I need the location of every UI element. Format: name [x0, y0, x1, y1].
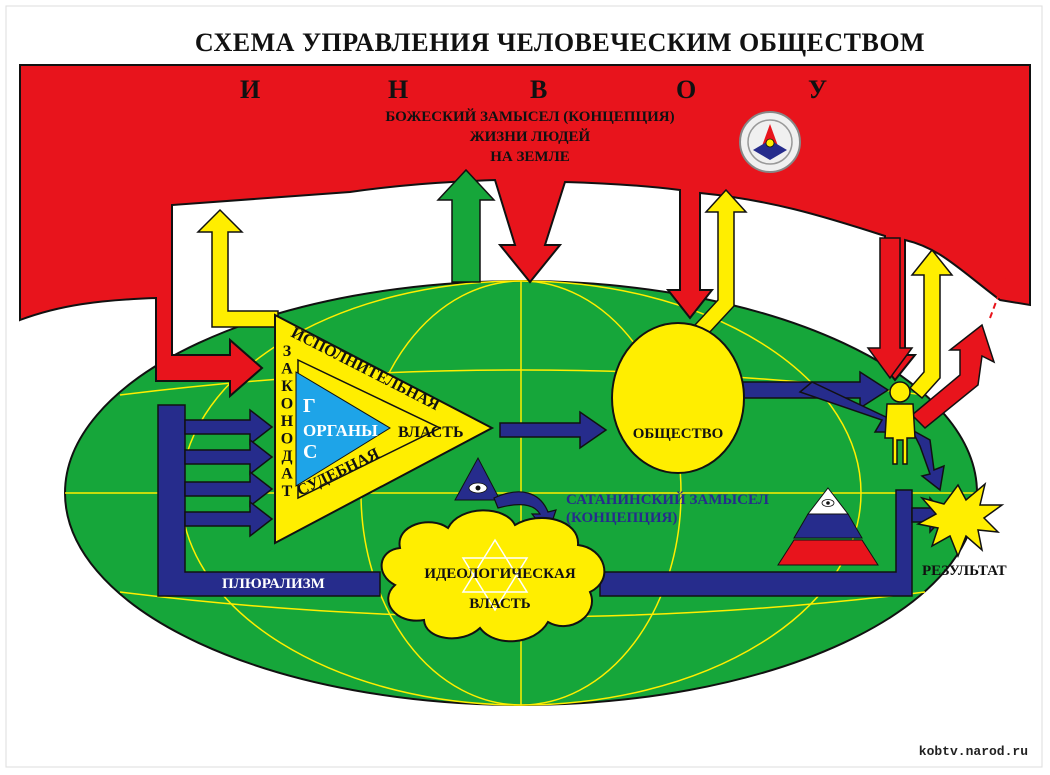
satanic-line2: (КОНЦЕПЦИЯ) [566, 510, 677, 526]
gos-letter-g: Г [303, 395, 316, 417]
divine-concept-line2: ЖИЗНИ ЛЮДЕЙ [470, 128, 591, 145]
organs-label: ОРГАНЫ [303, 421, 378, 440]
invou-letters: И Н В О У [240, 75, 827, 104]
triangle-to-society-arrow [499, 410, 608, 450]
pluralism-branch-arrows [184, 408, 274, 538]
diagram-title: СХЕМА УПРАВЛЕНИЯ ЧЕЛОВЕЧЕСКИМ ОБЩЕСТВОМ [194, 28, 926, 57]
gos-letter-s: С [303, 441, 317, 463]
red-dashed-line [989, 277, 1006, 319]
tricolor-pyramid-icon [777, 487, 879, 566]
yellow-feedback-arrows [196, 188, 954, 400]
red-down-arrows [866, 237, 914, 380]
yellow-arrow-society [693, 188, 748, 335]
divine-concept-line3: НА ЗЕМЛЕ [490, 149, 570, 165]
satanic-concept-text: САТАНИНСКИЙ ЗАМЫСЕЛ (КОНЦЕПЦИЯ) [566, 491, 769, 526]
divine-concept-text: БОЖЕСКИЙ ЗАМЫСЕЛ (КОНЦЕПЦИЯ) ЖИЗНИ ЛЮДЕЙ… [385, 108, 674, 165]
star-of-david-icon [461, 538, 529, 612]
page-border [5, 5, 1043, 768]
person-icon [884, 381, 916, 465]
invou-letter: В [530, 75, 547, 104]
invou-letter: О [676, 75, 696, 104]
satanic-line1: САТАНИНСКИЙ ЗАМЫСЕЛ [566, 491, 769, 508]
watermark: kobtv.narod.ru [918, 744, 1028, 759]
society-label: ОБЩЕСТВО [633, 426, 724, 442]
yellow-arrow-left [196, 208, 279, 328]
ideological-line1: ИДЕОЛОГИЧЕСКАЯ [424, 566, 576, 582]
society-node: ОБЩЕСТВО [611, 322, 745, 474]
result-label: РЕЗУЛЬТАТ [922, 563, 1007, 579]
yellow-arrow-person [908, 248, 954, 400]
ideological-power-cloud [380, 509, 606, 643]
society-to-person-arrows [741, 370, 945, 492]
gos-organs-labels: Г ОРГАНЫ С [303, 395, 378, 463]
invou-letter: Н [388, 75, 408, 104]
green-up-arrow [436, 168, 496, 283]
pluralism-flow [157, 404, 948, 597]
ideological-line2: ВЛАСТЬ [469, 596, 531, 612]
power-label: ВЛАСТЬ [398, 424, 464, 441]
pluralism-label: ПЛЮРАЛИЗМ [222, 576, 325, 592]
eye-pyramid-icon [454, 456, 501, 501]
ideological-text: ИДЕОЛОГИЧЕСКАЯ ВЛАСТЬ [424, 566, 576, 612]
kob-emblem-icon [739, 111, 801, 173]
explosion-icon [915, 481, 1005, 559]
divine-concept-line1: БОЖЕСКИЙ ЗАМЫСЕЛ (КОНЦЕПЦИЯ) [385, 108, 674, 125]
red-escape-arrow [910, 323, 996, 430]
invou-letter: У [808, 75, 827, 104]
power-triangle [274, 313, 495, 545]
invou-letter: И [240, 75, 260, 104]
